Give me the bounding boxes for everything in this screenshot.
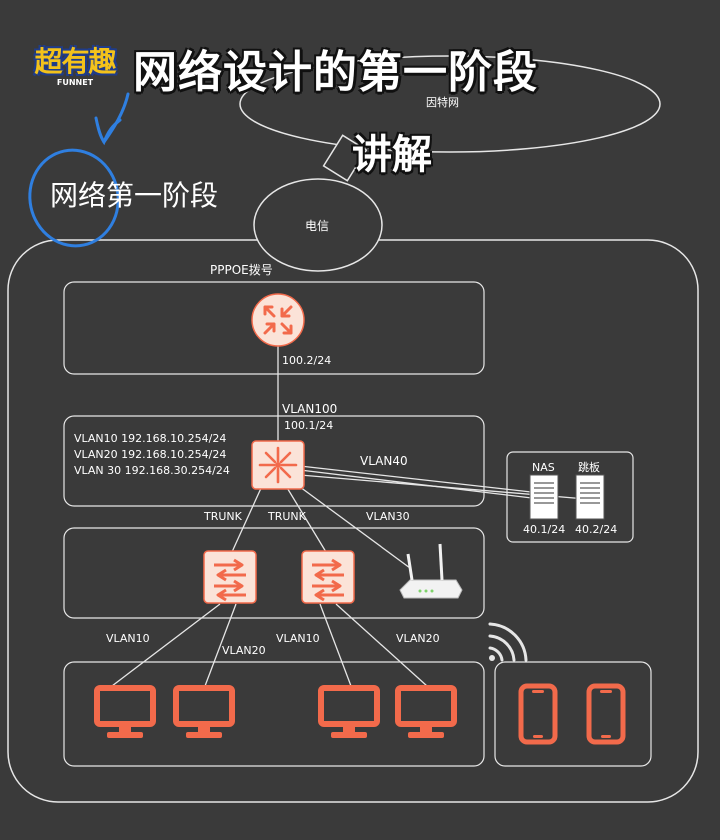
core-ap-link xyxy=(295,483,411,569)
sw2-pc4-link xyxy=(335,603,428,687)
mobile-zone xyxy=(494,661,652,767)
annotation-arrow xyxy=(28,92,130,248)
access-switch-1-icon xyxy=(202,549,258,605)
core-vlan20-label: VLAN20 192.168.10.254/24 xyxy=(74,448,227,461)
ap-vlan-label: VLAN30 xyxy=(366,510,410,523)
isp-uplink-link xyxy=(322,134,368,182)
core-vlan10-label: VLAN10 192.168.10.254/24 xyxy=(74,432,227,445)
uplink-vlan-label: VLAN100 xyxy=(282,402,338,416)
core-sw2-trunk xyxy=(285,485,327,553)
access-switch-2-icon xyxy=(300,549,356,605)
page-subtitle: 讲解 xyxy=(352,132,432,178)
logo-text: 超有趣 xyxy=(34,45,116,78)
internet-label: 因特网 xyxy=(426,96,459,109)
handwritten-note: 网络第一阶段 xyxy=(50,179,219,212)
pc-3-monitor-icon xyxy=(321,688,377,738)
phone-1-icon xyxy=(521,686,555,742)
isp-cloud xyxy=(253,178,383,272)
sw1-pc2-link xyxy=(204,603,237,687)
server-zone xyxy=(506,451,634,543)
core-switch-icon xyxy=(251,440,305,490)
core-sw1-trunk xyxy=(231,485,263,553)
jump-server-label: 跳板 xyxy=(578,461,600,474)
links xyxy=(111,343,587,687)
jump-ip-label: 40.2/24 xyxy=(575,523,618,536)
nas-server-icon xyxy=(529,474,559,520)
logo-subtext: FUNNET xyxy=(56,78,94,87)
wifi-signal-icon xyxy=(488,622,528,662)
sw2-pc3-link xyxy=(319,603,352,687)
nas-ip-label: 40.1/24 xyxy=(523,523,566,536)
access-link-label-2: VLAN20 xyxy=(222,644,266,657)
access-zone xyxy=(63,527,485,619)
router-zone xyxy=(63,281,485,375)
sw1-pc1-link xyxy=(111,603,221,687)
pppoe-label: PPPOE拨号 xyxy=(210,263,273,277)
access-link-label-3: VLAN10 xyxy=(276,632,320,645)
internet-cloud xyxy=(239,55,661,153)
wireless-ap-icon xyxy=(399,543,463,599)
trunk-right-label: TRUNK xyxy=(268,510,306,523)
core-zone xyxy=(63,415,485,507)
server-vlan-label: VLAN40 xyxy=(360,454,408,468)
pc-1-monitor-icon xyxy=(97,688,153,738)
phone-2-icon xyxy=(589,686,623,742)
core-ip-label: 100.1/24 xyxy=(284,419,334,432)
router-ip-label: 100.2/24 xyxy=(282,354,332,367)
access-link-label-4: VLAN20 xyxy=(396,632,440,645)
trunk-left-label: TRUNK xyxy=(204,510,242,523)
pc-zone xyxy=(63,661,485,767)
jump-server-icon xyxy=(575,474,605,520)
pc-2-monitor-icon xyxy=(176,688,232,738)
campus-boundary xyxy=(7,239,699,803)
access-link-label-1: VLAN10 xyxy=(106,632,150,645)
isp-label: 电信 xyxy=(305,219,330,233)
core-nas-link xyxy=(299,465,541,494)
pc-4-monitor-icon xyxy=(398,688,454,738)
nas-label: NAS xyxy=(532,461,555,474)
router-icon xyxy=(251,293,305,347)
brand-logo: 超有趣 FUNNET xyxy=(22,40,128,98)
page-title: 网络设计的第一阶段 xyxy=(133,47,538,98)
core-vlan30-label: VLAN 30 192.168.30.254/24 xyxy=(74,464,230,477)
